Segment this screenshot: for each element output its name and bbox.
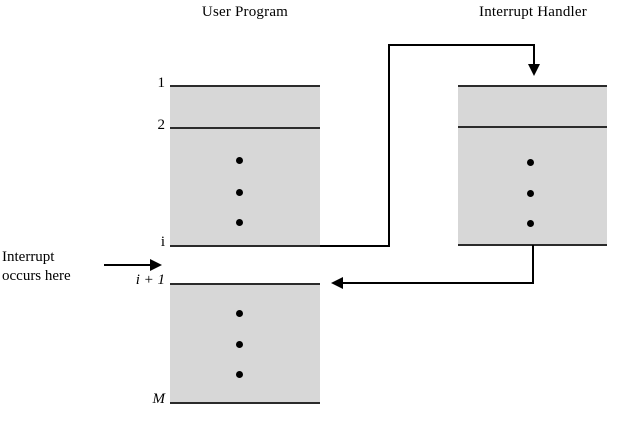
- user-program-title: User Program: [201, 4, 289, 20]
- user-program-rule-i: [170, 245, 320, 247]
- user-program-rule-m: [170, 402, 320, 404]
- dot-icon: [527, 159, 534, 166]
- arrow-left-icon: [331, 277, 343, 289]
- interrupt-handler-segment-2: [458, 128, 607, 245]
- user-program-segment-2: [170, 129, 320, 246]
- transfer-to-handler-drop: [533, 44, 535, 66]
- line-label-i-plus-1: i + 1: [135, 272, 165, 288]
- dot-icon: [527, 220, 534, 227]
- line-label-m: M: [152, 391, 166, 407]
- transfer-to-handler-stub: [320, 245, 390, 247]
- interrupt-handler-rule-mid: [458, 126, 607, 128]
- line-label-i: i: [160, 234, 165, 250]
- dot-icon: [527, 190, 534, 197]
- user-program-rule-2: [170, 127, 320, 129]
- user-program-rule-1: [170, 85, 320, 87]
- line-label-2: 2: [157, 117, 166, 133]
- user-program-segment-1: [170, 87, 320, 128]
- transfer-to-handler-top-run: [388, 44, 535, 46]
- interrupt-handler-segment-1: [458, 87, 607, 127]
- dot-icon: [236, 341, 243, 348]
- return-from-handler-run: [343, 282, 534, 284]
- arrow-right-icon: [150, 259, 162, 271]
- interrupt-handler-title: Interrupt Handler: [479, 4, 587, 20]
- arrow-down-icon: [528, 64, 540, 76]
- dot-icon: [236, 157, 243, 164]
- dot-icon: [236, 189, 243, 196]
- transfer-to-handler-riser: [388, 44, 390, 247]
- dot-icon: [236, 219, 243, 226]
- line-label-1: 1: [157, 75, 166, 91]
- return-from-handler-drop: [532, 245, 534, 284]
- user-program-segment-3: [170, 284, 320, 403]
- user-program-rule-i-plus-1: [170, 283, 320, 285]
- interrupt-handler-rule-top: [458, 85, 607, 87]
- dot-icon: [236, 310, 243, 317]
- dot-icon: [236, 371, 243, 378]
- interrupt-occurs-here-label: Interrupt occurs here: [2, 249, 71, 284]
- interrupt-caption-arrow-shaft: [104, 264, 152, 266]
